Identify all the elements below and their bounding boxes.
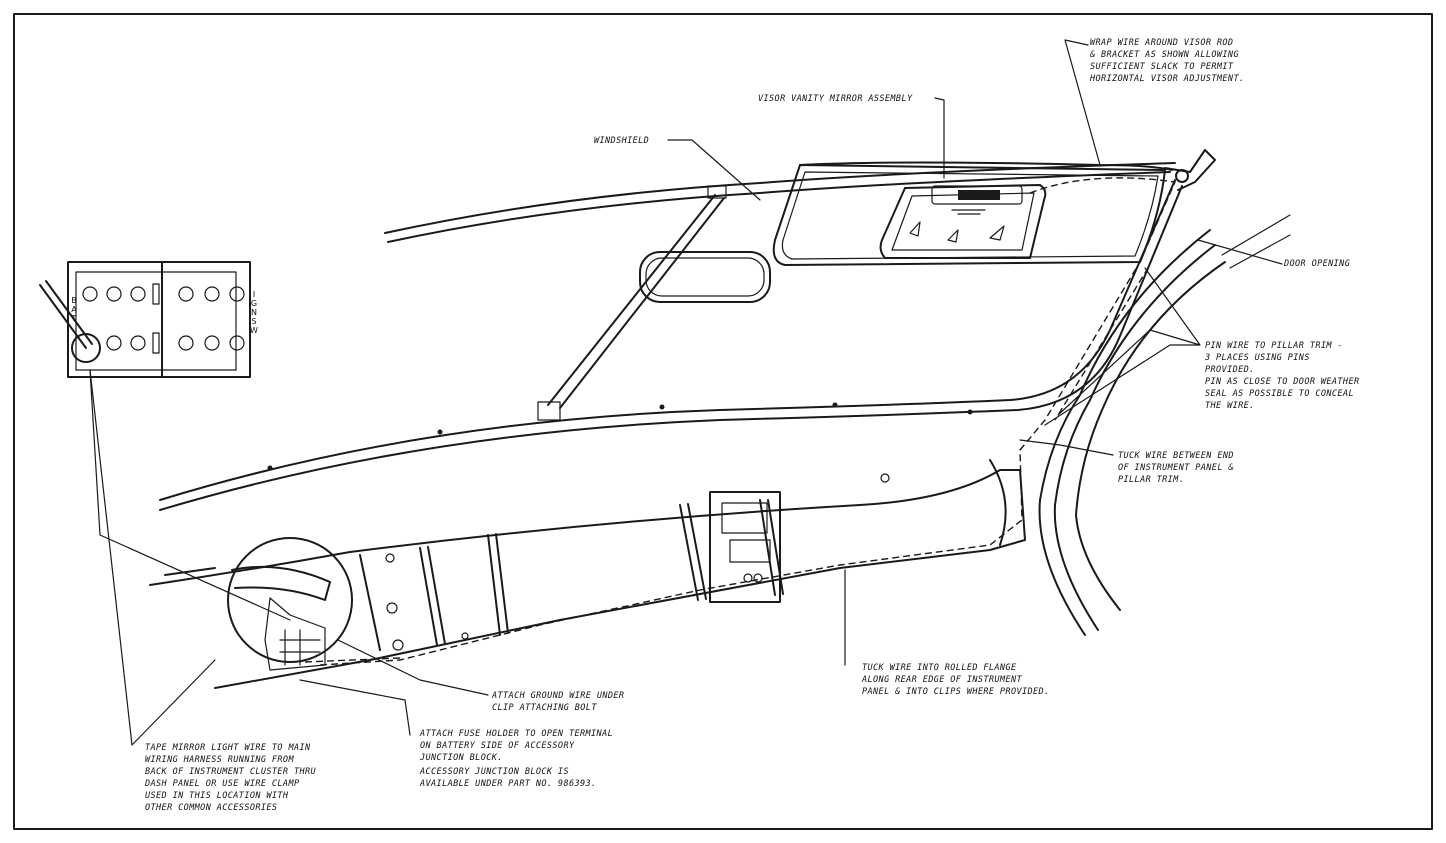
note-line: WINDSHIELD — [594, 136, 650, 146]
note-line: SUFFICIENT SLACK TO PERMIT — [1090, 62, 1234, 72]
note-line: WIRING HARNESS RUNNING FROM — [145, 755, 294, 765]
instrument-panel — [149, 459, 1026, 689]
note-line: CLIP ATTACHING BOLT — [492, 703, 597, 713]
detail-circle — [227, 537, 401, 671]
note-line: SEAL AS POSSIBLE TO CONCEAL — [1205, 389, 1354, 399]
ign-sw-label: I G N S W — [250, 290, 258, 335]
bat-letter-3: T — [71, 314, 77, 323]
sw-letter-1: S — [251, 317, 257, 326]
note-junction-block: ACCESSORY JUNCTION BLOCK IS AVAILABLE UN… — [420, 766, 597, 790]
note-line: PIN WIRE TO PILLAR TRIM - — [1205, 341, 1343, 351]
note-tape-wire: TAPE MIRROR LIGHT WIRE TO MAIN WIRING HA… — [145, 742, 316, 814]
note-line: & BRACKET AS SHOWN ALLOWING — [1090, 50, 1239, 60]
ign-letter-2: G — [250, 299, 258, 308]
note-line: OF INSTRUMENT PANEL & — [1118, 463, 1234, 473]
note-line: TUCK WIRE BETWEEN END — [1118, 451, 1234, 461]
note-line: PANEL & INTO CLIPS WHERE PROVIDED. — [862, 687, 1050, 697]
note-line: USED IN THIS LOCATION WITH — [145, 791, 289, 801]
bat-label: B A T — [70, 296, 78, 323]
note-tuck-flange: TUCK WIRE INTO ROLLED FLANGE ALONG REAR … — [862, 662, 1050, 698]
note-windshield: WINDSHIELD — [594, 135, 649, 147]
note-line: TUCK WIRE INTO ROLLED FLANGE — [862, 663, 1017, 673]
junction-block — [39, 261, 251, 378]
note-line: DASH PANEL OR USE WIRE CLAMP — [145, 779, 300, 789]
note-line: ATTACH GROUND WIRE UNDER — [492, 691, 625, 701]
note-fuse-holder: ATTACH FUSE HOLDER TO OPEN TERMINAL ON B… — [420, 728, 613, 764]
door-opening — [1038, 214, 1291, 636]
note-line: THE WIRE. — [1205, 401, 1255, 411]
ign-letter-3: N — [251, 308, 257, 317]
note-tuck-pillar: TUCK WIRE BETWEEN END OF INSTRUMENT PANE… — [1118, 450, 1234, 486]
note-wrap-wire: WRAP WIRE AROUND VISOR ROD & BRACKET AS … — [1090, 37, 1245, 85]
ign-letter-1: I — [252, 290, 256, 299]
note-line: ALONG REAR EDGE OF INSTRUMENT — [862, 675, 1023, 685]
note-line: WRAP WIRE AROUND VISOR ROD — [1090, 38, 1234, 48]
note-line: 3 PLACES USING PINS — [1205, 353, 1310, 363]
bat-letter-1: B — [71, 296, 77, 305]
note-line: PROVIDED. — [1205, 365, 1255, 375]
note-door-opening: DOOR OPENING — [1284, 258, 1350, 270]
note-line: JUNCTION BLOCK. — [420, 753, 503, 763]
bat-letter-2: A — [71, 305, 77, 314]
note-line: VISOR VANITY MIRROR ASSEMBLY — [758, 94, 913, 104]
note-line: ON BATTERY SIDE OF ACCESSORY — [420, 741, 575, 751]
note-line: PILLAR TRIM. — [1118, 475, 1185, 485]
rearview-mirror — [639, 251, 771, 303]
note-line: ACCESSORY JUNCTION BLOCK IS — [420, 767, 569, 777]
note-ground-wire: ATTACH GROUND WIRE UNDER CLIP ATTACHING … — [492, 690, 624, 714]
note-pin-wire: PIN WIRE TO PILLAR TRIM - 3 PLACES USING… — [1205, 340, 1360, 412]
mirror-light-wire — [319, 177, 1183, 666]
drawing-border — [13, 13, 1433, 830]
note-line: TAPE MIRROR LIGHT WIRE TO MAIN — [145, 743, 311, 753]
windshield-frame — [159, 162, 1183, 511]
note-line: PIN AS CLOSE TO DOOR WEATHER — [1205, 377, 1360, 387]
note-line: AVAILABLE UNDER PART NO. 986393. — [420, 779, 597, 789]
note-line: DOOR OPENING — [1284, 259, 1351, 269]
note-line: OTHER COMMON ACCESSORIES — [145, 803, 278, 813]
note-line: HORIZONTAL VISOR ADJUSTMENT. — [1090, 74, 1245, 84]
sun-visor — [772, 149, 1216, 266]
note-line: BACK OF INSTRUMENT CLUSTER THRU — [145, 767, 317, 777]
note-line: ATTACH FUSE HOLDER TO OPEN TERMINAL — [420, 729, 614, 739]
sw-letter-2: W — [250, 326, 258, 335]
note-visor-mirror: VISOR VANITY MIRROR ASSEMBLY — [758, 93, 913, 105]
leader-lines — [89, 39, 1283, 746]
